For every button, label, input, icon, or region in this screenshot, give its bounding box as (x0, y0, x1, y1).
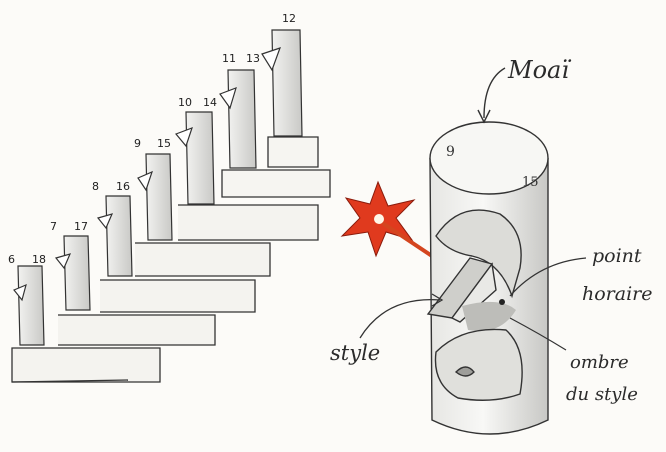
hour-number: 7 (50, 220, 57, 233)
style-label: style (330, 341, 380, 365)
hour-number: 15 (157, 137, 171, 150)
moai-cylinder (426, 121, 549, 435)
hour-number: 13 (246, 52, 260, 65)
hour-number: 11 (222, 52, 236, 65)
arrowhead-icon (431, 293, 444, 307)
hour-number: 12 (282, 12, 296, 25)
hour-number: 16 (116, 180, 130, 193)
ombre-arrow (509, 317, 567, 351)
point-horaire-label-line2: horaire (582, 283, 653, 305)
moai-label: Moaï (507, 56, 571, 84)
point-horaire-arrow (509, 257, 587, 297)
hour-number: 8 (92, 180, 99, 193)
ombre-label-line1: ombre (570, 352, 629, 373)
hour-number: 6 (8, 253, 15, 266)
moai-number-9: 9 (446, 144, 455, 160)
hour-number: 17 (74, 220, 88, 233)
staircase (11, 136, 331, 383)
hour-number: 10 (178, 96, 192, 109)
style-arrow (359, 299, 441, 339)
stair-hour-numbers: 6 18 7 17 8 16 9 15 10 14 11 13 12 (8, 12, 296, 266)
hour-number: 14 (203, 96, 217, 109)
moai-number-15: 15 (522, 175, 539, 190)
moai-label-arrow (483, 67, 506, 119)
hour-number: 18 (32, 253, 46, 266)
hour-number: 9 (134, 137, 141, 150)
hour-point-marker (499, 299, 505, 305)
point-horaire-label-line1: point (592, 245, 642, 267)
ombre-label-line2: du style (566, 384, 638, 405)
sun-star (340, 180, 416, 258)
stair-moai-statues (13, 29, 303, 346)
arrowhead-icon (477, 109, 491, 124)
